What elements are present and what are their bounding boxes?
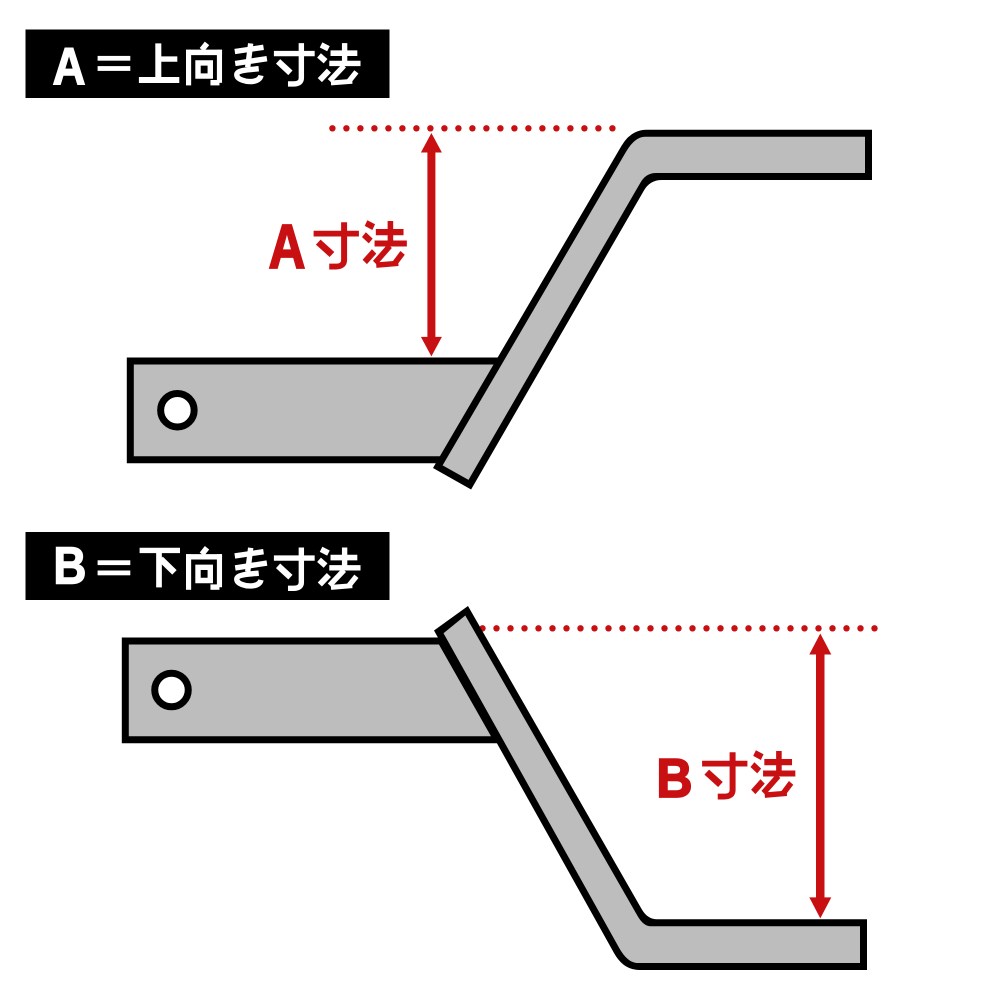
svg-text:B: B	[656, 748, 692, 810]
svg-text:A: A	[52, 38, 85, 95]
svg-text:B: B	[53, 538, 86, 595]
svg-text:A: A	[269, 213, 306, 282]
